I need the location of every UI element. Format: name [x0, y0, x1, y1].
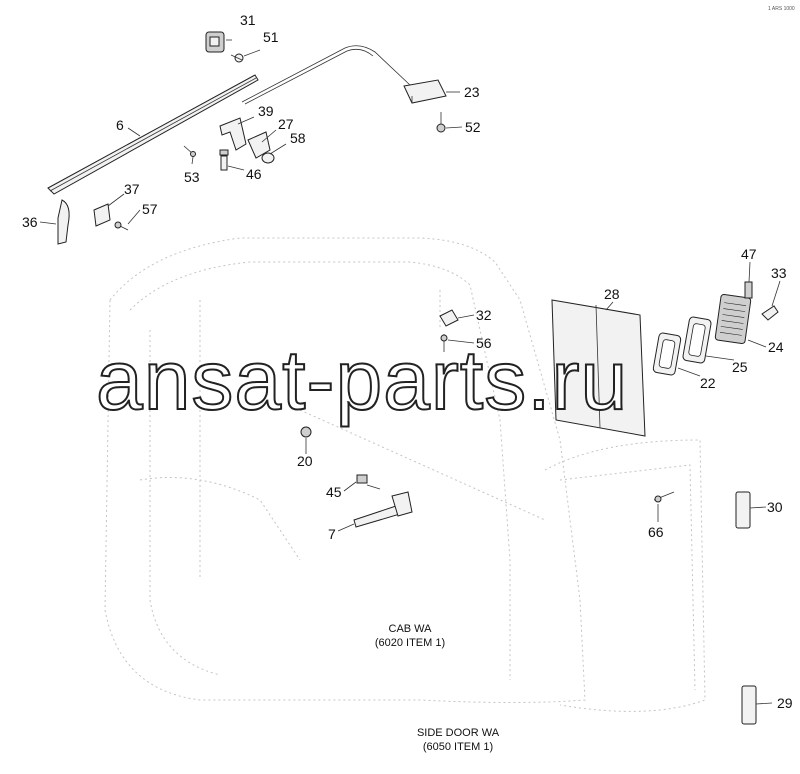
callout-30: 30 [767, 499, 783, 515]
callout-22: 22 [700, 375, 716, 391]
callout-47: 47 [741, 246, 757, 262]
part-47-fastener[interactable] [744, 281, 753, 299]
callout-numbers: 31 51 6 39 27 58 53 46 23 52 37 57 36 47… [22, 12, 793, 711]
callout-33: 33 [771, 265, 787, 281]
part-39-bracket[interactable] [219, 117, 247, 151]
assembly-notes: CAB WA (6020 ITEM 1) SIDE DOOR WA (6050 … [375, 623, 500, 753]
part-23-control-box[interactable] [403, 79, 447, 104]
callout-39: 39 [258, 103, 274, 119]
part-37-bracket[interactable] [93, 203, 111, 227]
callout-51: 51 [263, 29, 279, 45]
callout-56: 56 [476, 335, 492, 351]
part-45-bolt[interactable] [356, 474, 381, 490]
part-31-clip[interactable] [205, 31, 225, 53]
part-25-seal[interactable] [682, 316, 712, 364]
callout-36: 36 [22, 214, 38, 230]
watermark-text: ansat-parts.ru [95, 333, 629, 427]
drawing-code: 1 ARS 1000 [768, 6, 795, 12]
part-53-screw[interactable] [183, 145, 196, 157]
cab-ghost-outline [104, 237, 706, 712]
part-46-bolt[interactable] [219, 149, 229, 171]
callout-45: 45 [326, 484, 342, 500]
part-32-clip[interactable] [439, 309, 459, 327]
part-28-panel[interactable] [551, 299, 646, 437]
part-58-nut[interactable] [261, 152, 275, 164]
callout-20: 20 [297, 453, 313, 469]
cab-note-line1: CAB WA [389, 623, 433, 635]
part-29-pad[interactable] [741, 685, 757, 725]
callout-23: 23 [464, 84, 480, 100]
part-23-cable[interactable] [241, 45, 411, 105]
part-36-latch[interactable] [57, 199, 70, 245]
part-52-screw[interactable] [436, 112, 446, 133]
callout-53: 53 [184, 169, 200, 185]
callout-27: 27 [278, 116, 294, 132]
part-51-screw[interactable] [230, 53, 244, 63]
part-66-screw[interactable] [653, 491, 675, 503]
part-30-pad[interactable] [735, 491, 751, 529]
callout-52: 52 [465, 119, 481, 135]
callout-37: 37 [124, 181, 140, 197]
part-24-filter[interactable] [714, 294, 752, 344]
callout-6: 6 [116, 117, 124, 133]
part-33-knob[interactable] [761, 305, 779, 321]
door-note-line2: (6050 ITEM 1) [423, 741, 493, 753]
part-6-rail[interactable] [47, 74, 259, 195]
callout-46: 46 [246, 166, 262, 182]
door-note-line1: SIDE DOOR WA [417, 727, 500, 739]
callout-31: 31 [240, 12, 256, 28]
part-57-screw[interactable] [114, 221, 129, 231]
callout-24: 24 [768, 339, 784, 355]
callout-57: 57 [142, 201, 158, 217]
callout-7: 7 [328, 526, 336, 542]
part-27-plate[interactable] [247, 131, 271, 159]
cab-note-line2: (6020 ITEM 1) [375, 637, 445, 649]
callout-25: 25 [732, 359, 748, 375]
callout-58: 58 [290, 130, 306, 146]
part-7-arm[interactable] [353, 491, 413, 528]
leader-lines [39, 39, 781, 705]
callout-29: 29 [777, 695, 793, 711]
callout-66: 66 [648, 524, 664, 540]
callout-32: 32 [476, 307, 492, 323]
part-22-gasket[interactable] [652, 332, 682, 376]
callout-28: 28 [604, 286, 620, 302]
part-20-grommet[interactable] [300, 426, 312, 438]
part-56-screw[interactable] [440, 334, 448, 352]
